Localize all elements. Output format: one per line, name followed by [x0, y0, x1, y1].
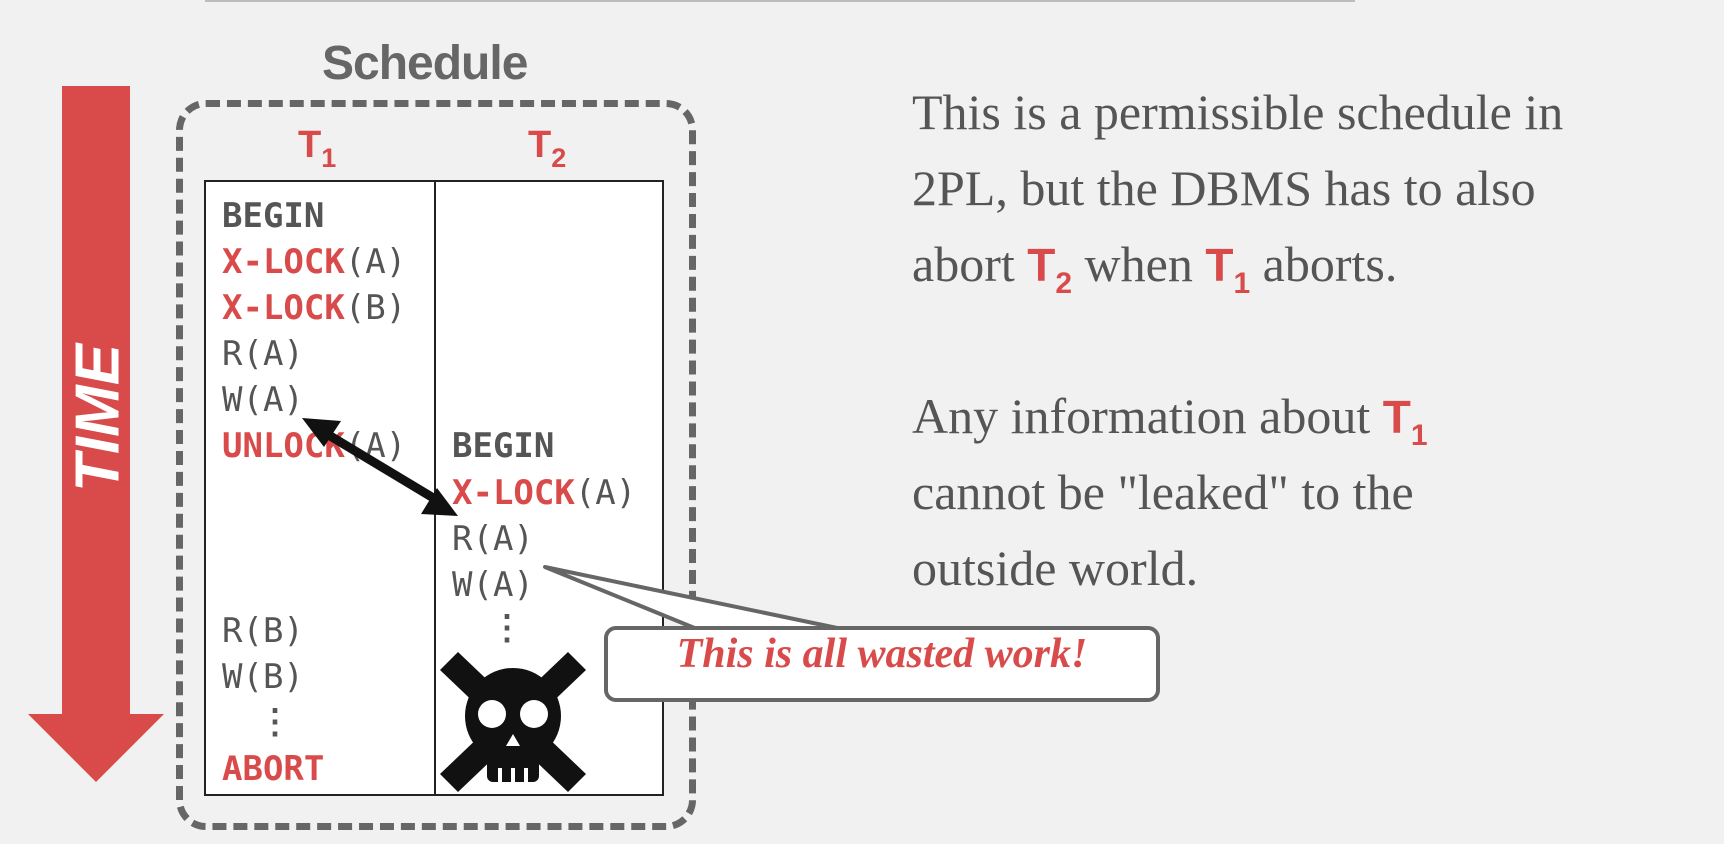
- paragraph-1-line-2: 2PL, but the DBMS has to also: [912, 160, 1536, 216]
- t2-op-read-a: R(A): [452, 519, 534, 559]
- txn-header-t1: T1: [298, 124, 337, 173]
- t1-op-unlock-a: UNLOCK(A): [222, 426, 407, 466]
- skull-crossbones-icon: [440, 652, 586, 792]
- time-label: TIME: [63, 343, 133, 493]
- t1-op-begin: BEGIN: [222, 196, 325, 236]
- paragraph-2-line-2: cannot be "leaked" to the: [912, 464, 1414, 520]
- t2-ellipsis: ⋮: [490, 608, 524, 648]
- txn-header-t2: T2: [528, 124, 567, 173]
- t1-ref: T1: [1205, 239, 1251, 300]
- t1-ref-2: T1: [1382, 391, 1428, 452]
- t2-ref: T2: [1027, 239, 1073, 300]
- schedule-title: Schedule: [322, 37, 528, 90]
- callout-text: This is all wasted work!: [676, 631, 1088, 677]
- t1-op-write-b: W(B): [222, 657, 304, 697]
- paragraph-2-line-1: Any information about T1: [912, 388, 1428, 452]
- column-divider: [434, 182, 436, 794]
- t2-op-xlock-a: X-LOCK(A): [452, 473, 637, 513]
- time-arrow: [28, 86, 164, 782]
- paragraph-1-line-3: abort T2 when T1 aborts.: [912, 236, 1398, 300]
- t1-op-xlock-b: X-LOCK(B): [222, 288, 407, 328]
- wasted-work-callout: This is all wasted work!: [604, 626, 1160, 702]
- t1-op-xlock-a: X-LOCK(A): [222, 242, 407, 282]
- t1-op-read-a: R(A): [222, 334, 304, 374]
- paragraph-1-line-1: This is a permissible schedule in: [912, 84, 1564, 140]
- t1-op-abort: ABORT: [222, 749, 325, 789]
- t1-ellipsis: ⋮: [258, 702, 292, 742]
- t2-op-begin: BEGIN: [452, 426, 555, 466]
- top-rule: [205, 0, 1355, 2]
- t2-op-write-a: W(A): [452, 565, 534, 605]
- paragraph-2-line-3: outside world.: [912, 540, 1199, 596]
- t1-op-read-b: R(B): [222, 611, 304, 651]
- t1-op-write-a: W(A): [222, 380, 304, 420]
- schedule-frame: [176, 100, 696, 830]
